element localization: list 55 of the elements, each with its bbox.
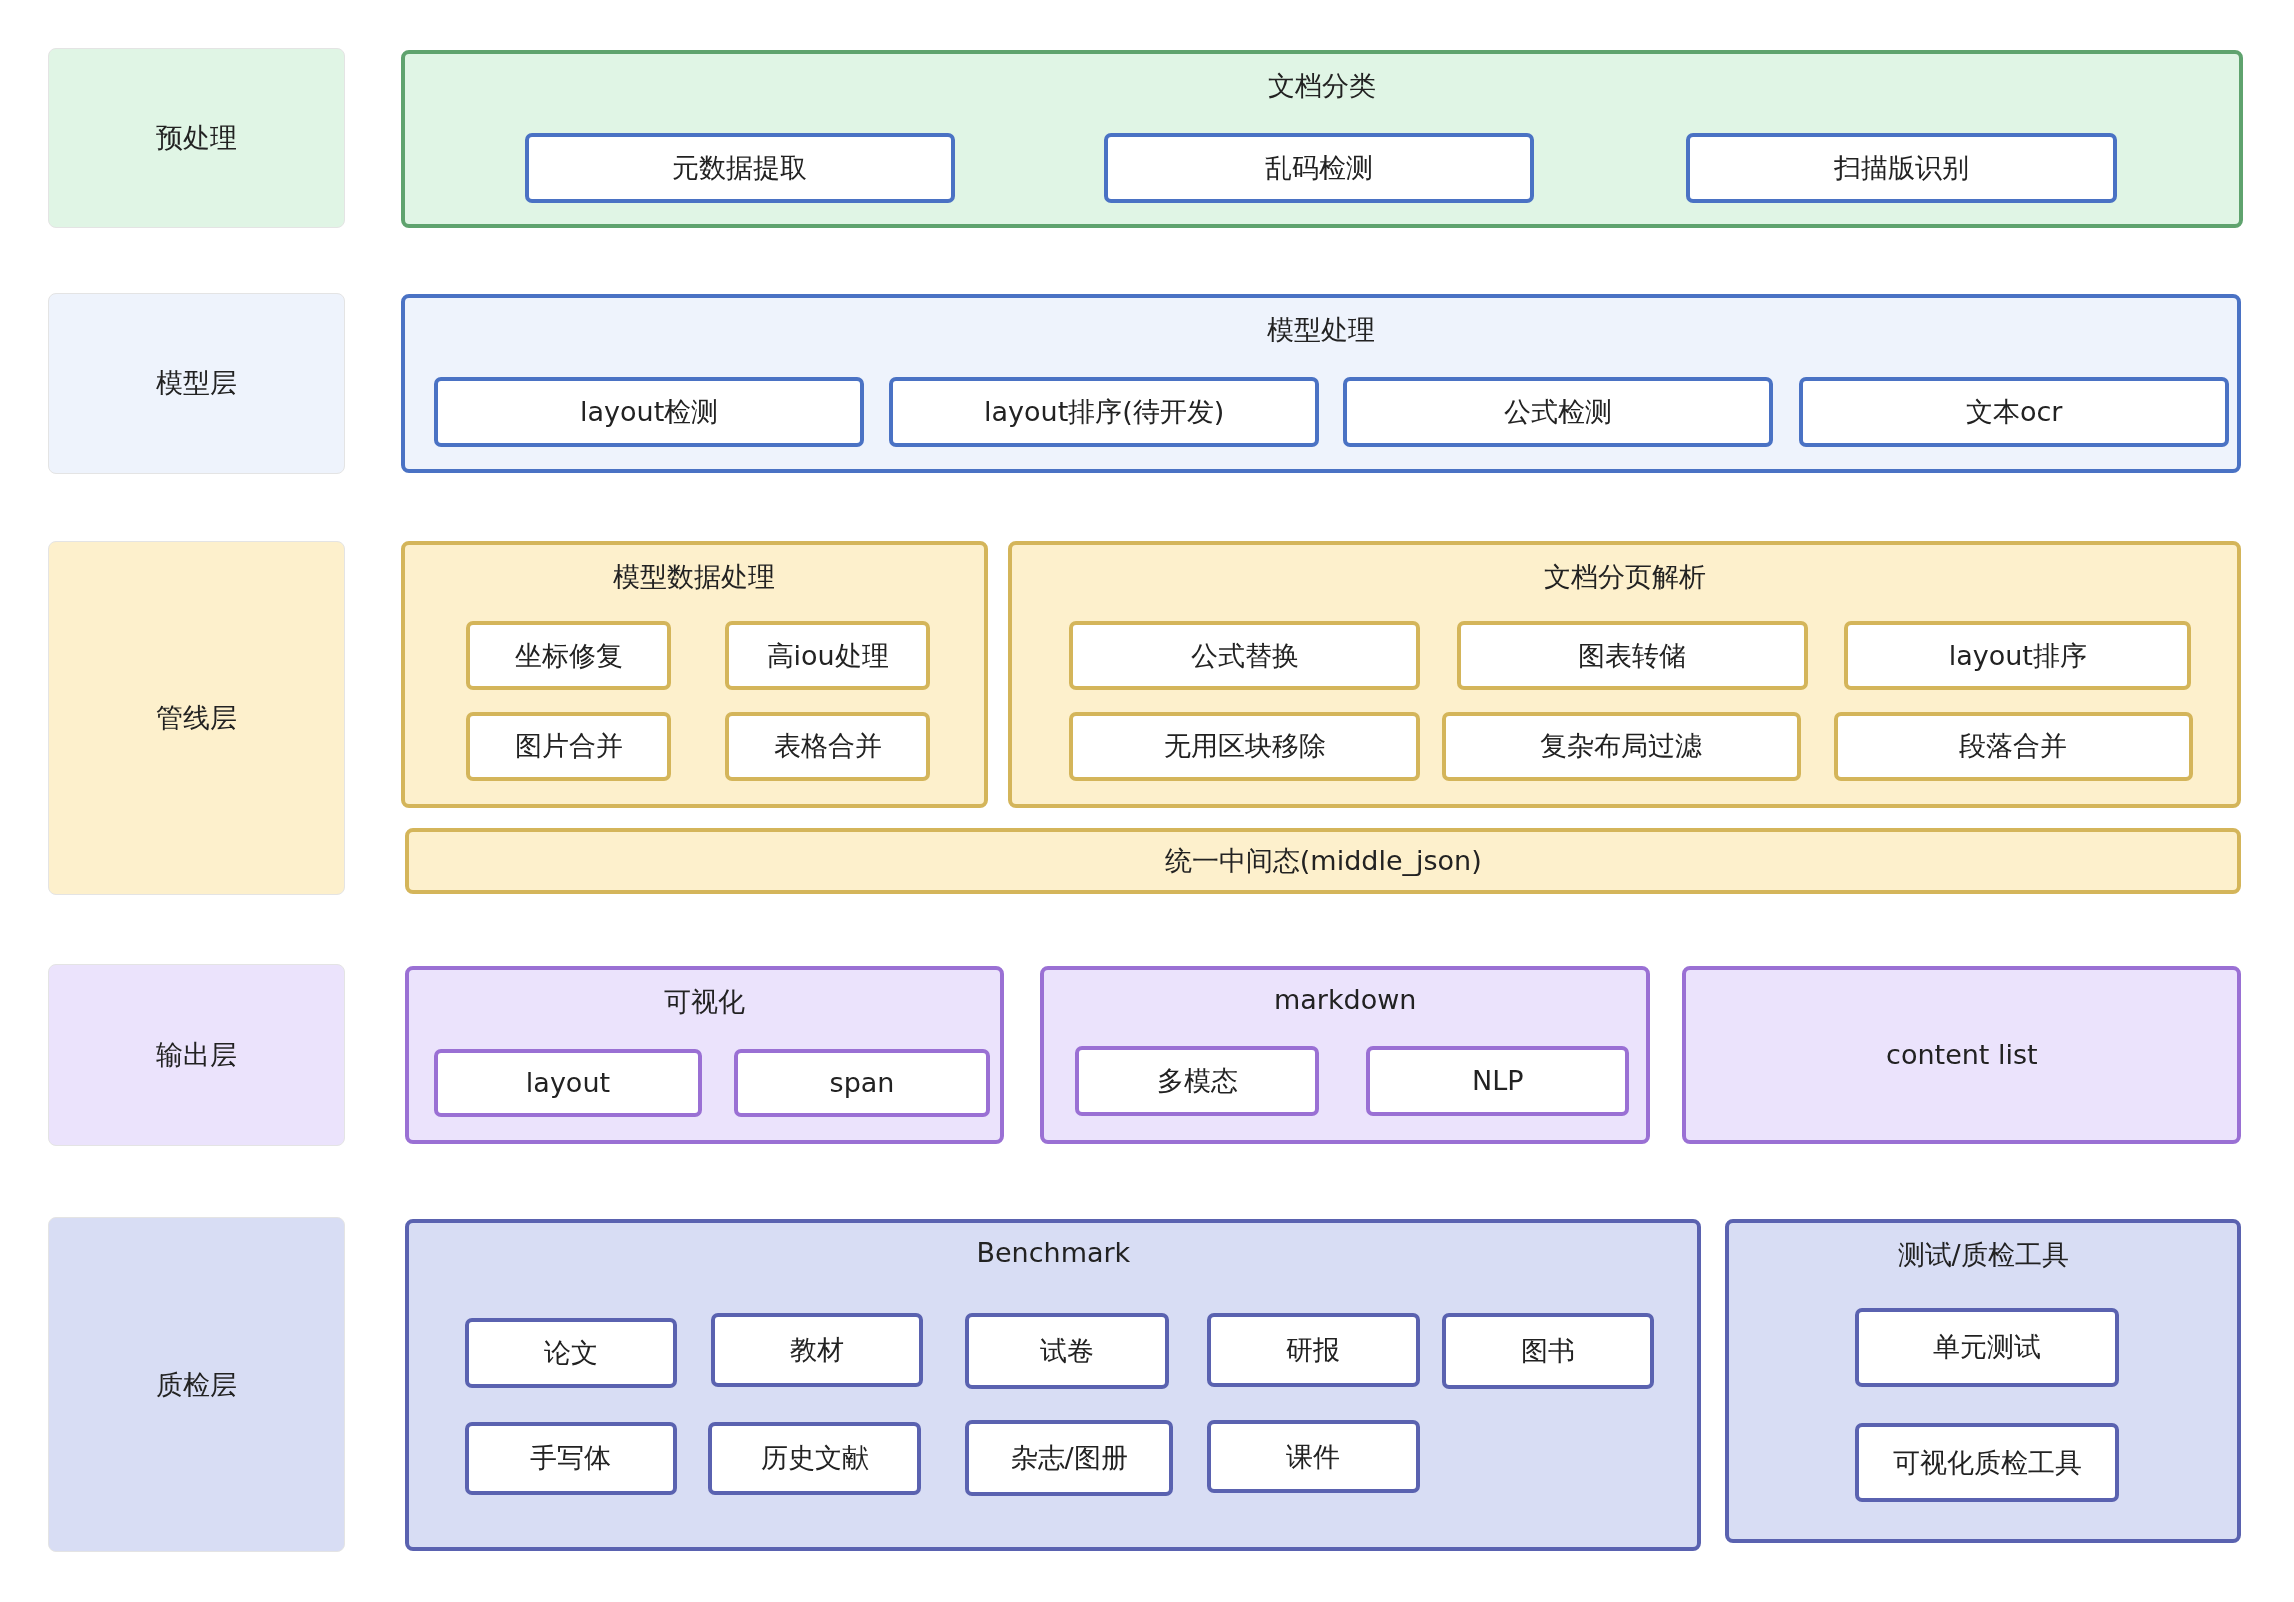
module-box: 课件: [1206, 1420, 1421, 1494]
module-box: 图表转储: [1456, 621, 1808, 691]
module-box: 可视化质检工具: [1854, 1423, 2120, 1503]
group-box: [405, 1218, 1702, 1551]
layer-label: 质检层: [48, 1217, 346, 1553]
module-box: 元数据提取: [524, 132, 955, 203]
module-box: 坐标修复: [466, 621, 672, 691]
group-box: [400, 541, 988, 808]
module-box: 乱码检测: [1104, 132, 1535, 203]
module-box: 试卷: [965, 1313, 1169, 1390]
module-box: 杂志/图册: [965, 1420, 1173, 1497]
module-box: 公式检测: [1342, 377, 1773, 448]
module-box: layout检测: [434, 377, 865, 448]
module-box: span: [734, 1048, 991, 1118]
module-box: 图片合并: [466, 712, 672, 781]
group-box: [405, 965, 1004, 1145]
module-box: 文本ocr: [1799, 377, 2230, 448]
module-box: 单元测试: [1854, 1307, 2120, 1387]
module-box: 高iou处理: [725, 621, 931, 691]
module-box: 研报: [1206, 1313, 1421, 1387]
module-box: 论文: [464, 1317, 677, 1388]
module-box: content list: [1682, 965, 2242, 1145]
group-box: [400, 294, 2242, 473]
layer-label: 输出层: [48, 964, 346, 1146]
module-box: NLP: [1366, 1045, 1630, 1116]
module-box: 扫描版识别: [1686, 132, 2117, 203]
module-box: 手写体: [464, 1421, 677, 1495]
group-title: 文档分类: [1266, 68, 1377, 103]
module-box: layout: [434, 1048, 702, 1118]
module-box: 教材: [710, 1313, 923, 1387]
module-box: 公式替换: [1069, 621, 1421, 691]
module-box: 图书: [1442, 1313, 1655, 1390]
group-box: [1724, 1218, 2242, 1544]
group-box: [1008, 541, 2242, 808]
group-title: markdown: [1273, 983, 1418, 1015]
group-title: 可视化: [662, 984, 746, 1019]
module-box: 多模态: [1074, 1045, 1320, 1116]
group-title: 模型数据处理: [612, 560, 777, 595]
layer-label: 预处理: [48, 48, 346, 229]
module-box: 历史文献: [707, 1421, 922, 1495]
layer-label: 管线层: [48, 541, 346, 896]
group-title: Benchmark: [975, 1236, 1132, 1268]
group-title: 模型处理: [1266, 313, 1377, 348]
module-box: 统一中间态(middle_json): [405, 828, 2242, 894]
module-box: 段落合并: [1834, 712, 2193, 781]
group-title: 测试/质检工具: [1896, 1237, 2070, 1272]
group-title: 文档分页解析: [1542, 560, 1707, 595]
module-box: 复杂布局过滤: [1442, 712, 1801, 781]
module-box: layout排序(待开发): [889, 377, 1320, 448]
module-box: 表格合并: [725, 712, 931, 781]
module-box: 无用区块移除: [1069, 712, 1421, 781]
layer-label: 模型层: [48, 292, 346, 474]
module-box: layout排序: [1844, 621, 2192, 691]
group-box: [1040, 965, 1651, 1145]
group-box: [400, 49, 2243, 229]
